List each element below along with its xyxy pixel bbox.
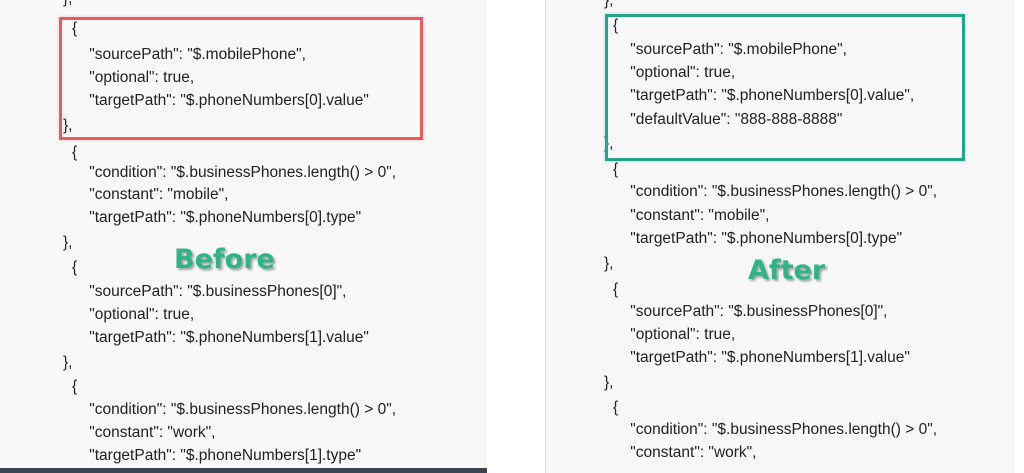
code-line: "condition": "$.businessPhones.length() … — [72, 164, 397, 181]
code-line: }, — [63, 0, 72, 9]
code-line: "sourcePath": "$.mobilePhone", — [72, 46, 306, 63]
code-line: }, — [63, 117, 73, 134]
code-line: "optional": true, — [613, 64, 736, 81]
code-line: "targetPath": "$.phoneNumbers[1].value" — [613, 349, 910, 366]
code-line: "condition": "$.businessPhones.length() … — [613, 421, 938, 438]
code-line: }, — [604, 135, 614, 152]
code-line: "constant": "mobile", — [613, 207, 770, 224]
before-highlight-box — [59, 17, 423, 140]
code-line: "targetPath": "$.phoneNumbers[0].type" — [72, 209, 362, 226]
code-line: }, — [604, 0, 614, 9]
code-line: "sourcePath": "$.businessPhones[0]", — [72, 283, 347, 300]
code-line: { — [613, 399, 619, 416]
after-code-panel: }, { "sourcePath": "$.mobilePhone", "opt… — [545, 0, 1015, 473]
code-line: "sourcePath": "$.mobilePhone", — [613, 41, 847, 58]
code-line: }, — [63, 354, 73, 371]
code-line: "targetPath": "$.phoneNumbers[0].type" — [613, 230, 903, 247]
code-line: "defaultValue": "888-888-8888" — [613, 111, 843, 128]
before-code-panel: }, { "sourcePath": "$.mobilePhone", "opt… — [0, 0, 487, 473]
code-line: }, — [63, 234, 73, 251]
code-line: "constant": "mobile", — [72, 186, 229, 203]
code-line: "constant": "work", — [613, 444, 757, 461]
code-line: { — [613, 17, 619, 34]
code-line: "constant": "work", — [72, 424, 216, 441]
code-line: { — [72, 20, 78, 37]
code-line: { — [613, 281, 619, 298]
before-label: Before — [174, 244, 275, 275]
code-line: "condition": "$.businessPhones.length() … — [613, 183, 938, 200]
code-line: "optional": true, — [72, 69, 195, 86]
code-line: }, — [604, 255, 614, 272]
code-line: "targetPath": "$.phoneNumbers[0].value", — [613, 87, 915, 104]
code-line: "targetPath": "$.phoneNumbers[1].type" — [72, 447, 362, 464]
code-line: { — [72, 378, 78, 395]
code-line: "targetPath": "$.phoneNumbers[1].value" — [72, 329, 369, 346]
code-line: "optional": true, — [613, 326, 736, 343]
code-line: "condition": "$.businessPhones.length() … — [72, 401, 397, 418]
code-line: { — [72, 259, 78, 276]
after-highlight-box — [605, 14, 965, 161]
code-line: }, — [604, 374, 614, 391]
code-line: "targetPath": "$.phoneNumbers[0].value" — [72, 92, 369, 109]
code-line: { — [613, 161, 619, 178]
after-label: After — [748, 255, 826, 286]
code-line: { — [72, 144, 78, 161]
code-line: "optional": true, — [72, 306, 195, 323]
code-line: "sourcePath": "$.businessPhones[0]", — [613, 303, 888, 320]
